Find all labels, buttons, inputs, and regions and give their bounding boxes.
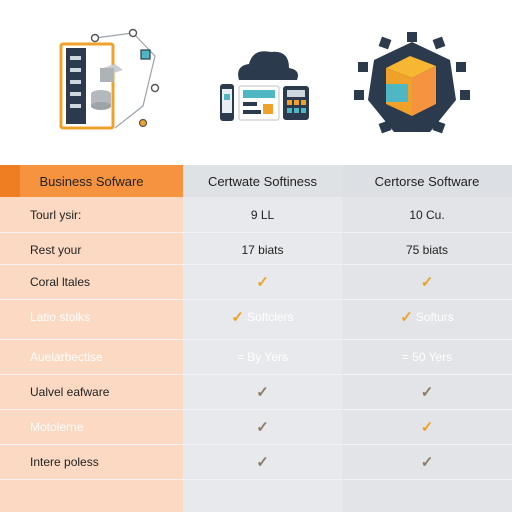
row-value-col2: 17 biats xyxy=(241,242,284,257)
table-row: Latio stolks ✓ Softclers ✓ Softurs xyxy=(0,299,512,334)
value-with-check: ✓ Softurs xyxy=(400,308,454,326)
row-value-col3: 75 biats xyxy=(405,242,449,257)
row-divider xyxy=(0,444,512,445)
header-label-2: Certwate Softiness xyxy=(207,173,318,189)
row-divider xyxy=(0,374,512,375)
row-divider xyxy=(0,232,512,233)
check-icon: ✓ xyxy=(420,273,434,291)
row-label: Ualvel eafware xyxy=(30,384,110,399)
check-icon: ✓ xyxy=(256,418,269,436)
cloud-devices-icon xyxy=(215,42,315,127)
row-value-col2: ✓ xyxy=(183,264,342,299)
document-network-icon xyxy=(55,28,165,133)
icon-banner xyxy=(0,0,512,165)
row-value-col2: ✓ xyxy=(183,409,342,444)
comparison-table: Business Sofware Certwate Softiness Cert… xyxy=(0,165,512,512)
row-value-col3: = 50 Yers xyxy=(401,349,453,364)
row-divider xyxy=(0,479,512,480)
check-icon: ✓ xyxy=(420,453,434,471)
value-text: Softclers xyxy=(246,309,294,324)
row-value-col2: ✓ xyxy=(183,374,342,409)
check-icon: ✓ xyxy=(400,308,413,326)
row-label: Rest your xyxy=(30,242,82,257)
table-row: Auelarbectise = By Yers = 50 Yers xyxy=(0,339,512,374)
table-row: Rest your 17 biats 75 biats xyxy=(0,232,512,267)
header-label-3: Certorse Software xyxy=(374,173,480,189)
row-label: Motolerne xyxy=(30,419,84,434)
row-divider xyxy=(0,409,512,410)
row-value-col2: ✓ Softclers xyxy=(183,299,342,334)
column-2-background xyxy=(183,165,342,512)
header-column-3: Certorse Software xyxy=(342,165,512,197)
value-text: Softurs xyxy=(415,309,454,324)
header-column-2: Certwate Softiness xyxy=(183,165,342,197)
header-business-software: Business Sofware xyxy=(0,165,183,197)
row-label: Tourl ysir: xyxy=(30,207,82,222)
check-icon: ✓ xyxy=(420,383,434,401)
check-icon: ✓ xyxy=(256,383,269,401)
row-value-col3: 10 Cu. xyxy=(409,207,445,222)
row-divider xyxy=(0,299,512,300)
table-row: Motolerne ✓ ✓ xyxy=(0,409,512,444)
table-row: Intere poless ✓ ✓ xyxy=(0,444,512,479)
table-row: Tourl ysir: 9 LL 10 Cu. xyxy=(0,197,512,232)
check-icon: ✓ xyxy=(256,453,269,471)
row-value-col3: ✓ Softurs xyxy=(342,299,512,334)
row-value-col2: 9 LL xyxy=(250,207,275,222)
row-value-col2: ✓ xyxy=(183,444,342,479)
column-3-background xyxy=(342,165,512,512)
row-divider xyxy=(0,264,512,265)
gear-cube-icon xyxy=(352,32,472,142)
value-with-check: ✓ Softclers xyxy=(231,308,293,326)
table-header: Business Sofware Certwate Softiness Cert… xyxy=(0,165,512,197)
row-value-col3: ✓ xyxy=(342,264,512,299)
table-row: Ualvel eafware ✓ ✓ xyxy=(0,374,512,409)
column-1-background xyxy=(0,165,183,512)
table-row: Coral ltales ✓ ✓ xyxy=(0,264,512,299)
row-label: Auelarbectise xyxy=(30,349,103,364)
row-label: Coral ltales xyxy=(30,274,91,289)
row-divider xyxy=(0,339,512,340)
check-icon: ✓ xyxy=(420,418,434,436)
check-icon: ✓ xyxy=(231,308,244,326)
row-label: Intere poless xyxy=(30,454,99,469)
row-label: Latio stolks xyxy=(30,309,91,324)
row-value-col3: ✓ xyxy=(342,409,512,444)
row-value-col3: ✓ xyxy=(342,444,512,479)
row-value-col3: ✓ xyxy=(342,374,512,409)
header-accent xyxy=(0,165,20,197)
header-label-1: Business Sofware xyxy=(39,173,144,189)
check-icon: ✓ xyxy=(256,273,269,291)
row-value-col2: = By Yers xyxy=(236,349,289,364)
